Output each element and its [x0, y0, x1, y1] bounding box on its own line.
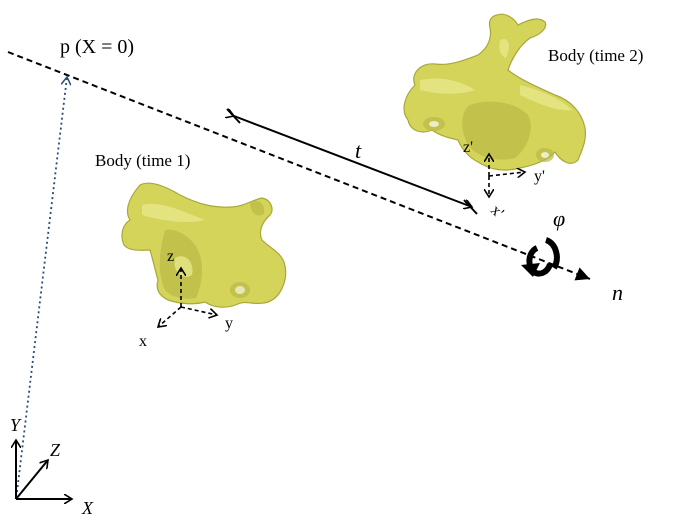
translation-label: t: [355, 138, 362, 163]
axis-y-prime-label: y': [534, 168, 545, 185]
point-p-label: p (X = 0): [60, 36, 134, 58]
global-axis-Z-label: Z: [50, 440, 61, 460]
global-axis-X-label: X: [81, 498, 94, 518]
axis-vector-label: n⃗: [612, 280, 640, 305]
global-axes: [16, 440, 72, 499]
rotation-arrow-icon: [521, 237, 560, 277]
axis-z-prime-label: z': [463, 139, 473, 156]
vertebra-body-time2: [403, 13, 587, 171]
body-time1-label: Body (time 1): [95, 151, 190, 170]
body-time2-label: Body (time 2): [548, 46, 643, 65]
axis-x-prime-label: x': [487, 202, 507, 222]
axis-y-label: y: [225, 315, 233, 332]
axis-x-label: x: [139, 333, 147, 350]
local-axes-time2: [489, 154, 525, 197]
axis-z-label: z: [167, 248, 174, 265]
global-axis-Y-label: Y: [10, 415, 22, 435]
local-axes-time1: [158, 268, 217, 327]
translation-dimension: [227, 108, 478, 215]
vertebra-body-time1: [121, 182, 287, 308]
rotation-angle-label: φ: [553, 206, 565, 231]
position-vector-p: [16, 77, 67, 493]
